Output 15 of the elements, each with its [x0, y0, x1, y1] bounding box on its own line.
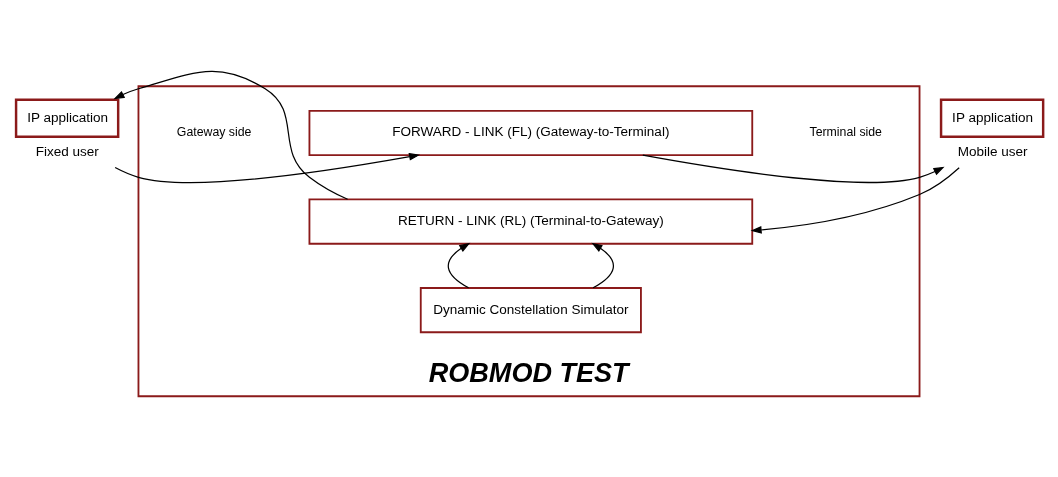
- label: Gateway side: [176, 125, 252, 140]
- node-box: IP application: [14, 98, 120, 138]
- arrow: [447, 242, 471, 289]
- arrow: [114, 152, 421, 184]
- node-label: Mobile user: [957, 144, 1028, 160]
- arrow: [750, 167, 960, 234]
- node-box: IP application: [939, 98, 1045, 138]
- node-box: FORWARD - LINK (FL) (Gateway-to-Terminal): [308, 109, 754, 157]
- arrow: [642, 154, 945, 183]
- node-label: Fixed user: [35, 144, 99, 160]
- node-box: Dynamic Constellation Simulator: [419, 287, 642, 334]
- arrow: [591, 242, 614, 289]
- arrow: [113, 70, 349, 200]
- node-box: RETURN - LINK (RL) (Terminal-to-Gateway): [308, 198, 754, 245]
- label: Terminal side: [809, 125, 882, 140]
